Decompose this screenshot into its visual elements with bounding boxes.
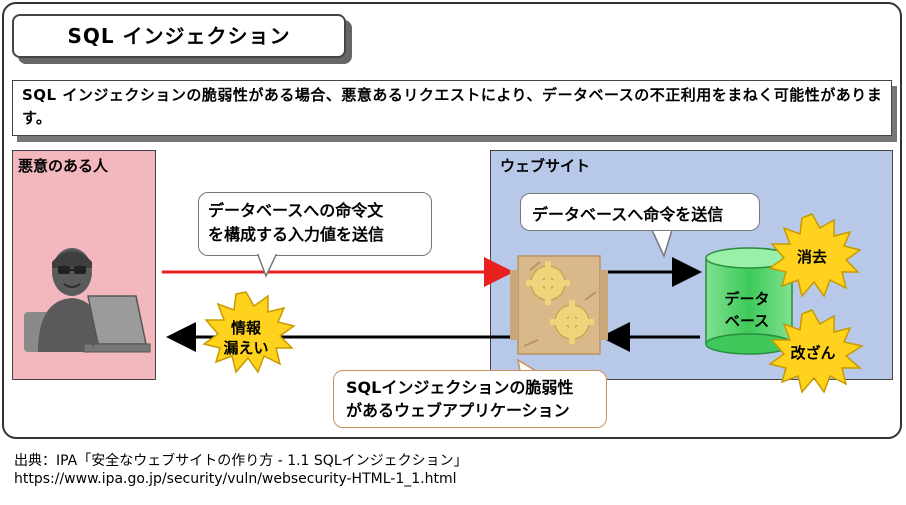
source-citation: 出典：IPA「安全なウェブサイトの作り方 - 1.1 SQLインジェクション」 [14,453,468,469]
description-box [12,80,892,136]
database-label-line2: ベース [724,312,770,330]
tamper-burst [768,309,864,394]
callout-web-app [333,370,607,428]
leak-label-line1: 情報 [230,319,261,337]
callout-input [198,192,432,256]
page-title: SQL インジェクション [67,24,291,48]
description-text: SQL インジェクションの脆弱性がある場合、悪意あるリクエストにより、データベー… [22,86,883,127]
title-box [12,14,346,58]
callout-input-line2: を構成する入力値を送信 [208,225,385,244]
callout-web-app-text: SQLインジェクションの脆弱性 があるウェブアプリケーション [346,376,604,422]
attacker-label: 悪意のある人 [18,157,109,175]
callout-web-app-line1: SQLインジェクションの脆弱性 [346,378,574,397]
callout-input-line1: データベースへの命令文 [208,201,384,220]
tamper-label: 改ざん [790,344,836,362]
callout-db-command [520,193,760,231]
delete-label: 消去 [796,248,827,266]
callout-db-command-text: データベースへ命令を送信 [532,205,724,224]
web-application-icon [510,255,608,355]
leak-label-line2: 漏えい [223,339,269,357]
delete-burst [768,213,862,298]
callout-web-app-line2: があるウェブアプリケーション [346,401,570,420]
attacker-icon [24,248,151,353]
source-url: https://www.ipa.go.jp/security/vuln/webs… [14,471,457,487]
database-label-line1: データ [724,290,770,308]
database-label: データ ベース [712,288,782,332]
website-label: ウェブサイト [500,157,591,175]
leak-label: 情報 漏えい [216,318,276,358]
callout-input-text: データベースへの命令文 を構成する入力値を送信 [208,199,428,247]
leak-burst [202,291,296,374]
